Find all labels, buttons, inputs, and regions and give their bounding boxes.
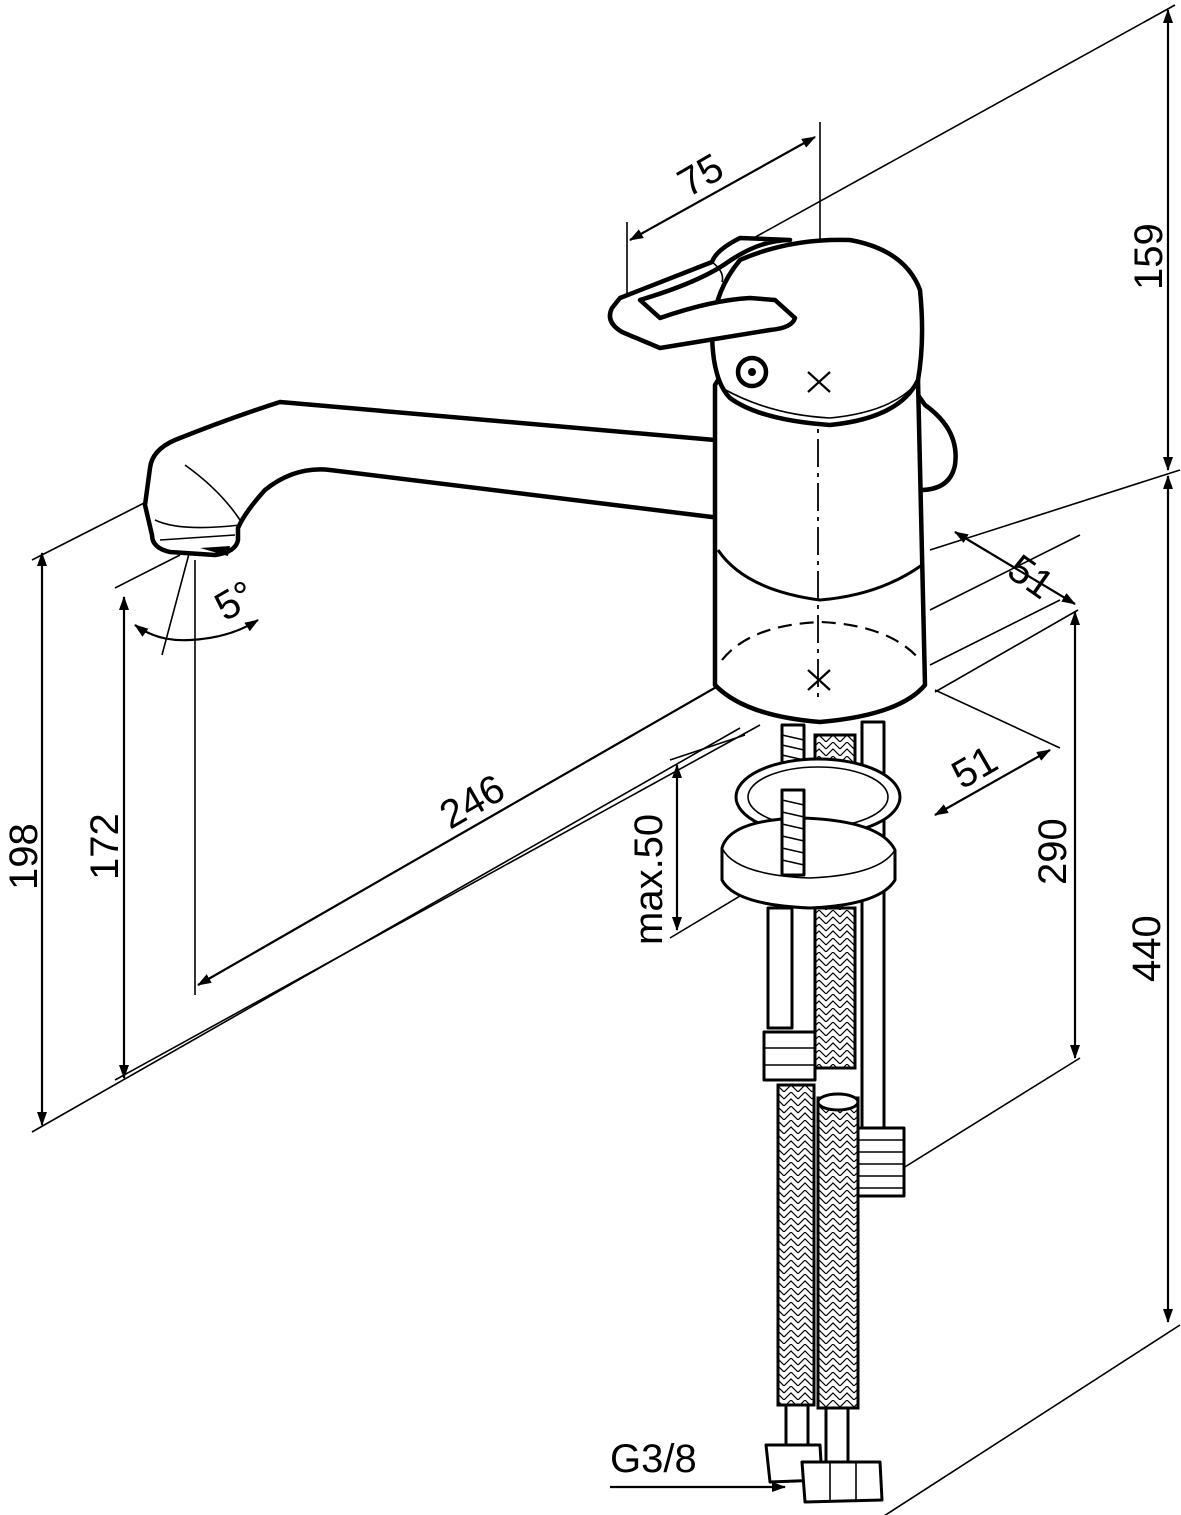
hex-nut: [762, 1030, 817, 1082]
faucet: [142, 235, 958, 1504]
dimension-lines: [37, 9, 1173, 1492]
fixing-ring: [734, 757, 902, 837]
dim-deck-thickness: max.50: [627, 814, 671, 945]
dim-connection-thread: G3/8: [610, 1437, 697, 1481]
dim-clearance-height: 172: [83, 813, 127, 880]
dim-body-bottom: 51: [945, 737, 1006, 797]
dim-outlet-height: 198: [2, 823, 46, 890]
faucet-body: [712, 377, 928, 725]
connector-nut: [764, 1443, 884, 1504]
side-knob: [915, 392, 958, 493]
dim-hose-length: 290: [1031, 818, 1075, 885]
center-mark-icon: [807, 371, 831, 691]
dim-total-height: 440: [1125, 915, 1169, 982]
extension-lines: [31, 4, 1181, 1515]
lever-handle: [607, 235, 798, 351]
dim-body-top: 51: [1000, 546, 1062, 608]
dim-height-above-deck: 159: [1127, 223, 1171, 290]
aerator-icon: [200, 546, 230, 556]
fixing-washer: [720, 816, 897, 910]
spout: [142, 399, 799, 558]
screw-icon: [735, 355, 769, 389]
dim-spout-reach: 246: [433, 766, 513, 837]
dim-lever-offset: 75: [671, 145, 732, 205]
dimension-labels: 75 159 440 290 51 51 246 198 172 max.50 …: [2, 145, 1171, 1481]
pipe-thread-fitting: [856, 1126, 906, 1198]
